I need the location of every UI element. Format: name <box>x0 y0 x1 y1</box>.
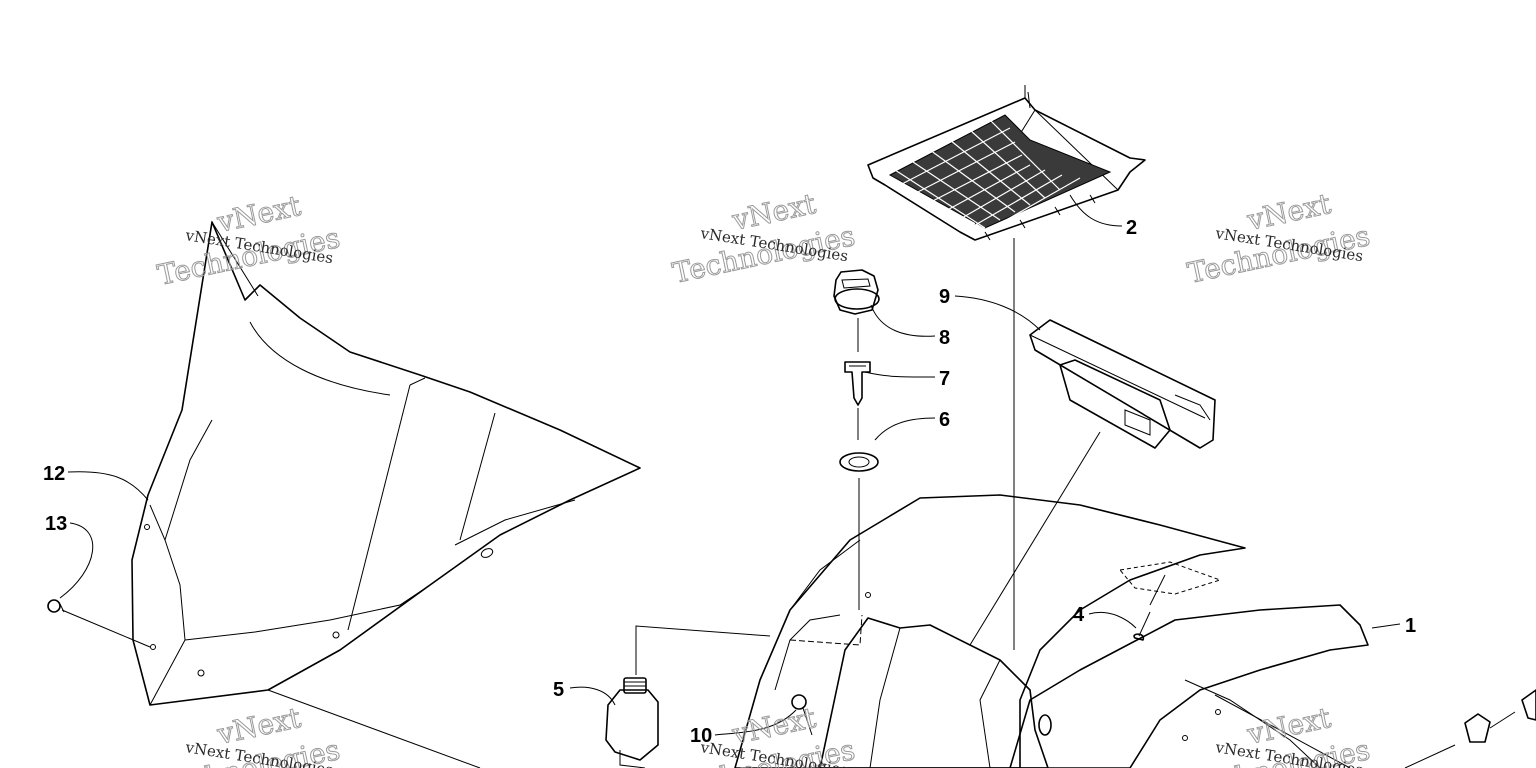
screw-10-part <box>791 694 813 736</box>
storage-net-part <box>867 85 1146 650</box>
watermark-2: vNext Technologies vNext Technologies <box>669 186 858 290</box>
callout-1: 1 <box>1405 615 1416 637</box>
net-mesh <box>888 114 1112 233</box>
callout-2: 2 <box>1126 217 1137 239</box>
callout-13: 13 <box>45 513 67 535</box>
hood-screw <box>1133 574 1166 641</box>
watermark-4: vNext Technologies vNext Technologies <box>154 700 343 768</box>
ignition-cap-part <box>833 269 880 352</box>
callout-5: 5 <box>553 679 564 701</box>
windshield-part <box>131 220 641 768</box>
callout-4: 4 <box>1073 604 1085 626</box>
callout-12: 12 <box>43 463 65 485</box>
windshield-screw <box>47 599 151 648</box>
callout-9: 9 <box>939 286 950 308</box>
ignition-key-part <box>844 361 871 440</box>
callout-8: 8 <box>939 327 950 349</box>
callout-6: 6 <box>939 409 950 431</box>
watermark-3: vNext Technologies vNext Technologies <box>1184 186 1373 290</box>
callout-10: 10 <box>690 725 712 747</box>
watermark-6: vNext Technologies vNext Technologies <box>1184 700 1373 768</box>
hood-part <box>734 494 1369 768</box>
callout-leaders <box>59 194 1401 736</box>
switch-part <box>605 625 771 768</box>
knob-part <box>1404 689 1536 768</box>
watermark-1: vNext Technologies vNext Technologies <box>154 188 343 292</box>
callout-7: 7 <box>939 368 950 390</box>
gauge-unit-part <box>969 319 1216 646</box>
grommet-part <box>839 452 879 610</box>
